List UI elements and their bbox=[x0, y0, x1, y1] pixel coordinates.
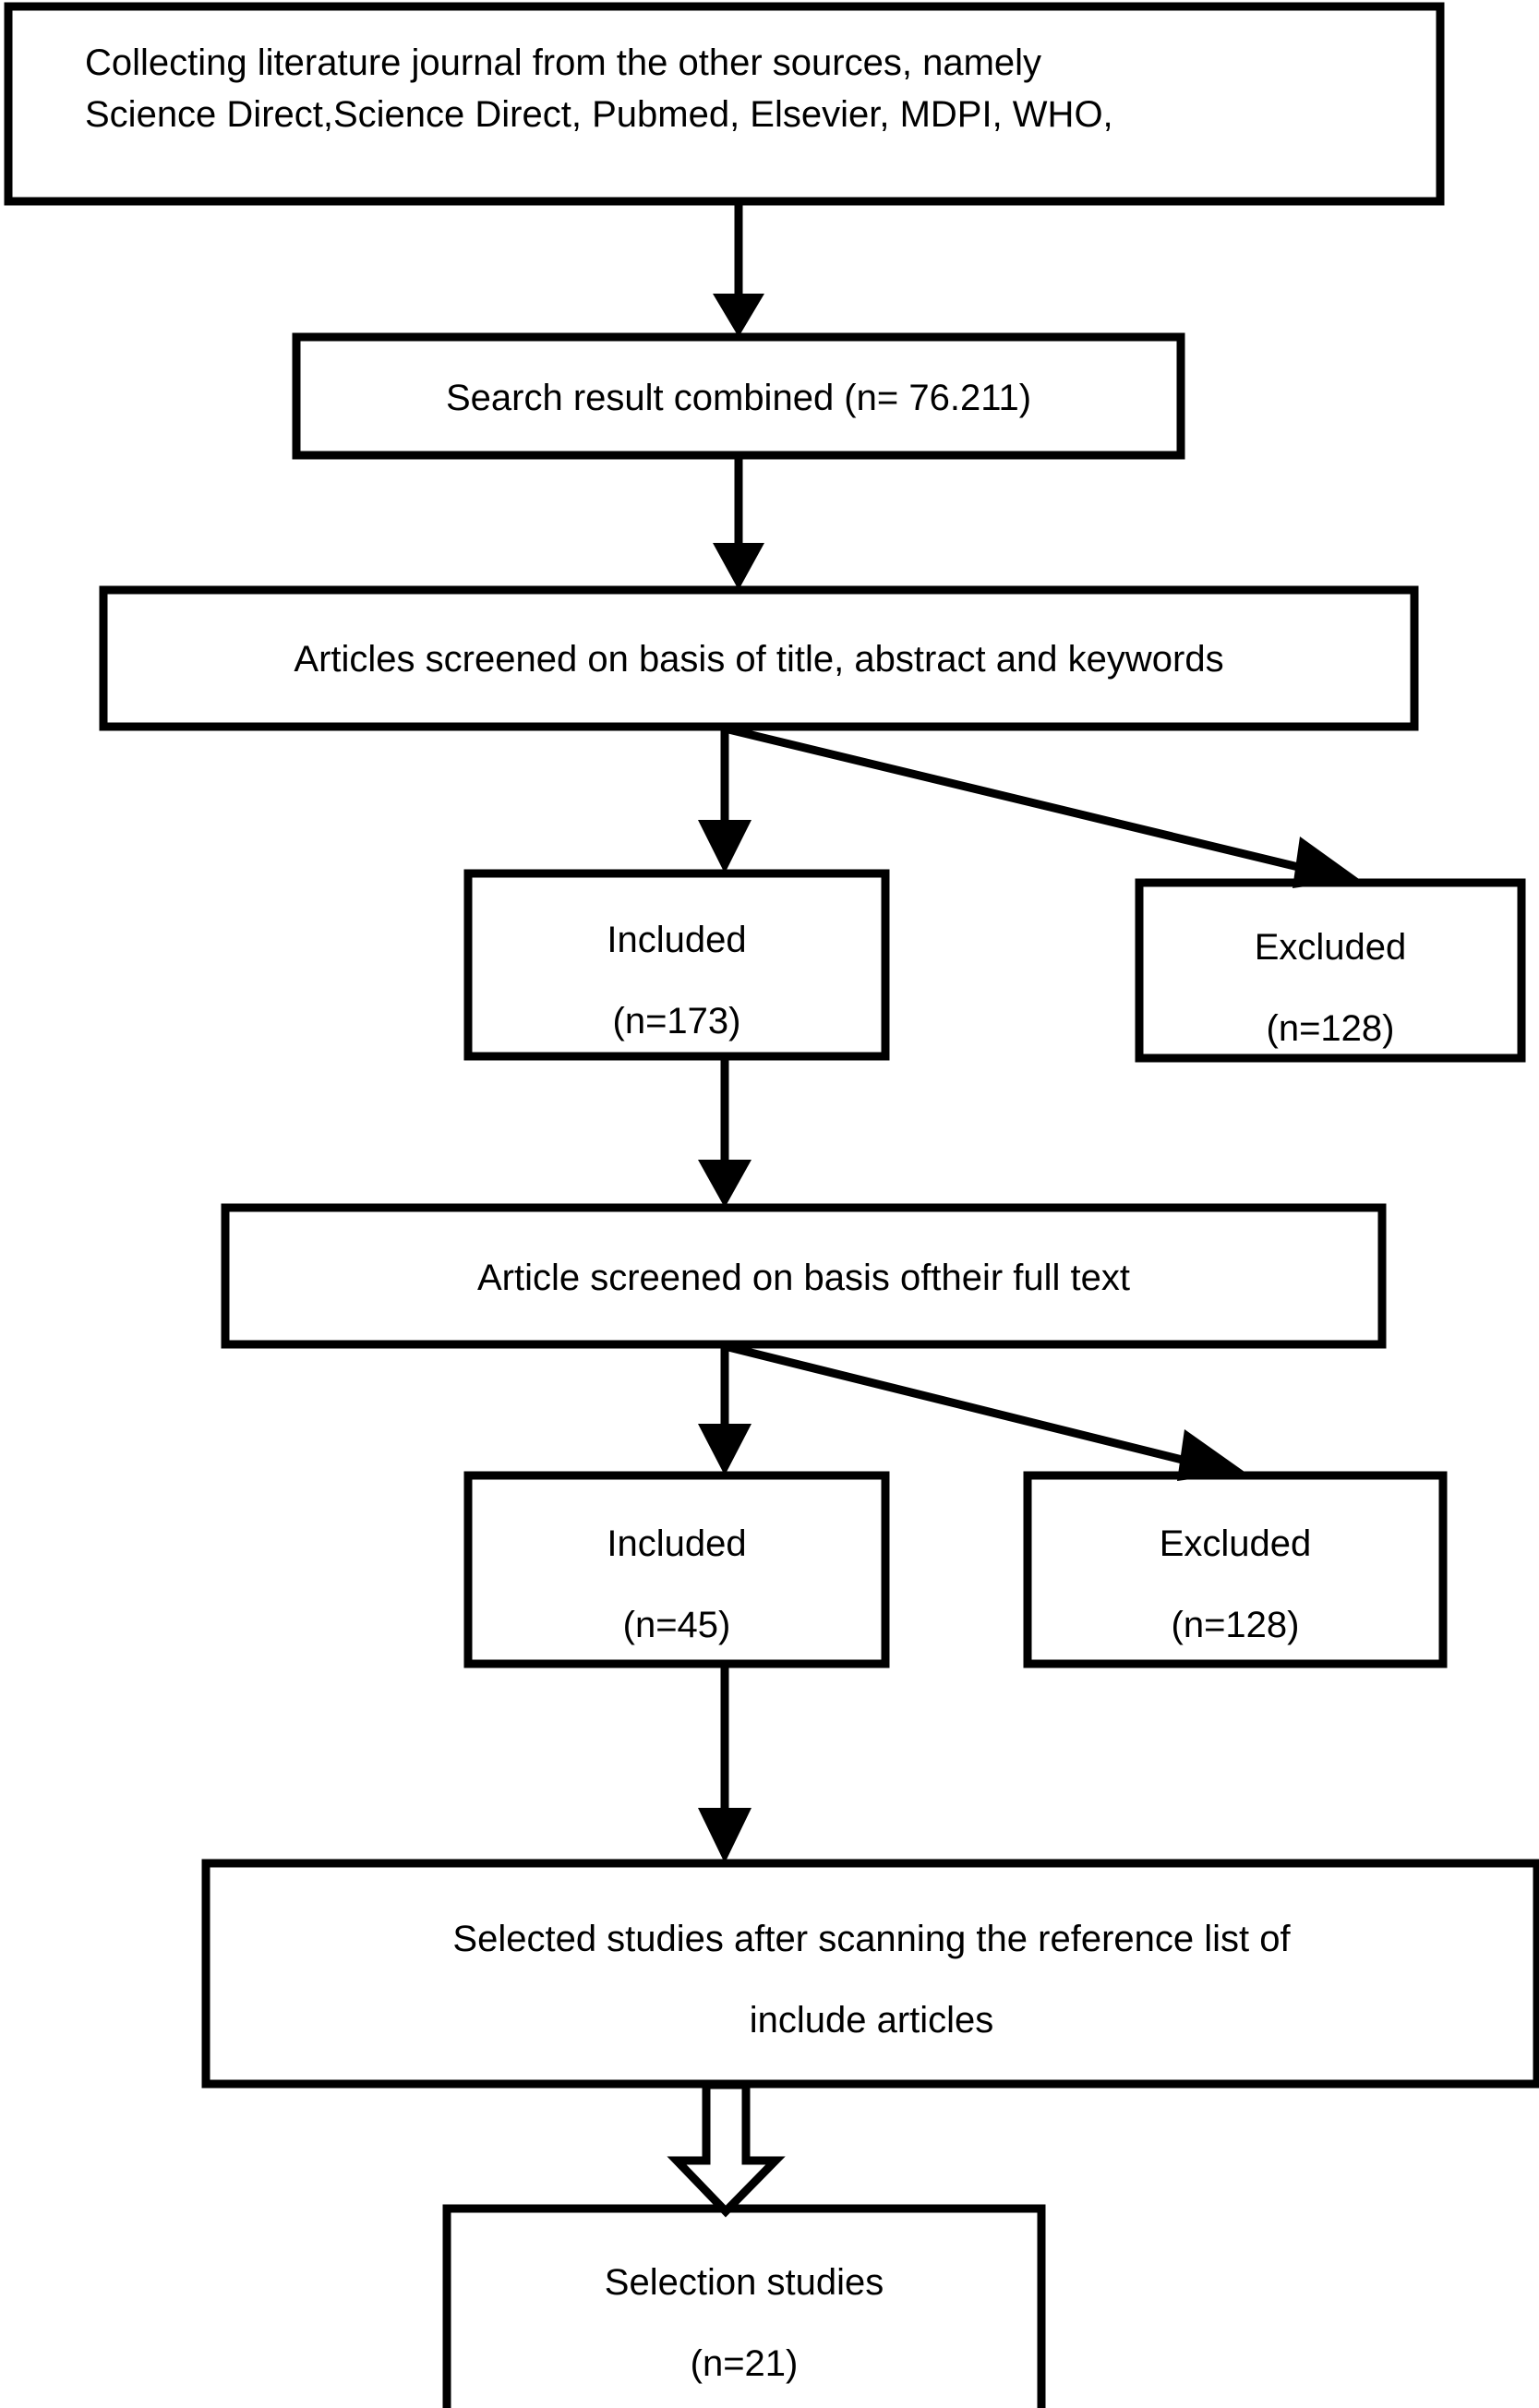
screened-full-text-box bbox=[221, 1203, 1387, 1349]
included-45-box bbox=[463, 1471, 890, 1668]
selection-studies-box bbox=[442, 2204, 1046, 2408]
search-result-combined-box bbox=[292, 332, 1185, 460]
edge-included-2-to-selected bbox=[698, 1666, 751, 1863]
selected-studies-reference-list-box bbox=[201, 1859, 1539, 2089]
screened-title-abstract-keywords-box bbox=[99, 585, 1419, 731]
excluded-128-second-box bbox=[1023, 1471, 1448, 1668]
edge-screened-title-to-included-1 bbox=[698, 728, 751, 873]
edge-screened-full-to-excluded-2 bbox=[723, 1342, 1244, 1481]
edge-included-1-to-screened-full bbox=[698, 1058, 751, 1208]
edge-sources-to-combined bbox=[713, 205, 764, 337]
edge-selected-to-selection bbox=[667, 2080, 786, 2218]
edge-combined-to-screened-title bbox=[713, 457, 764, 590]
sources-box bbox=[4, 2, 1445, 206]
included-173-box bbox=[463, 869, 890, 1061]
edge-screened-title-to-excluded-1 bbox=[723, 724, 1359, 888]
edge-screened-full-to-included-2 bbox=[698, 1346, 751, 1475]
excluded-128-first-box bbox=[1135, 878, 1526, 1063]
